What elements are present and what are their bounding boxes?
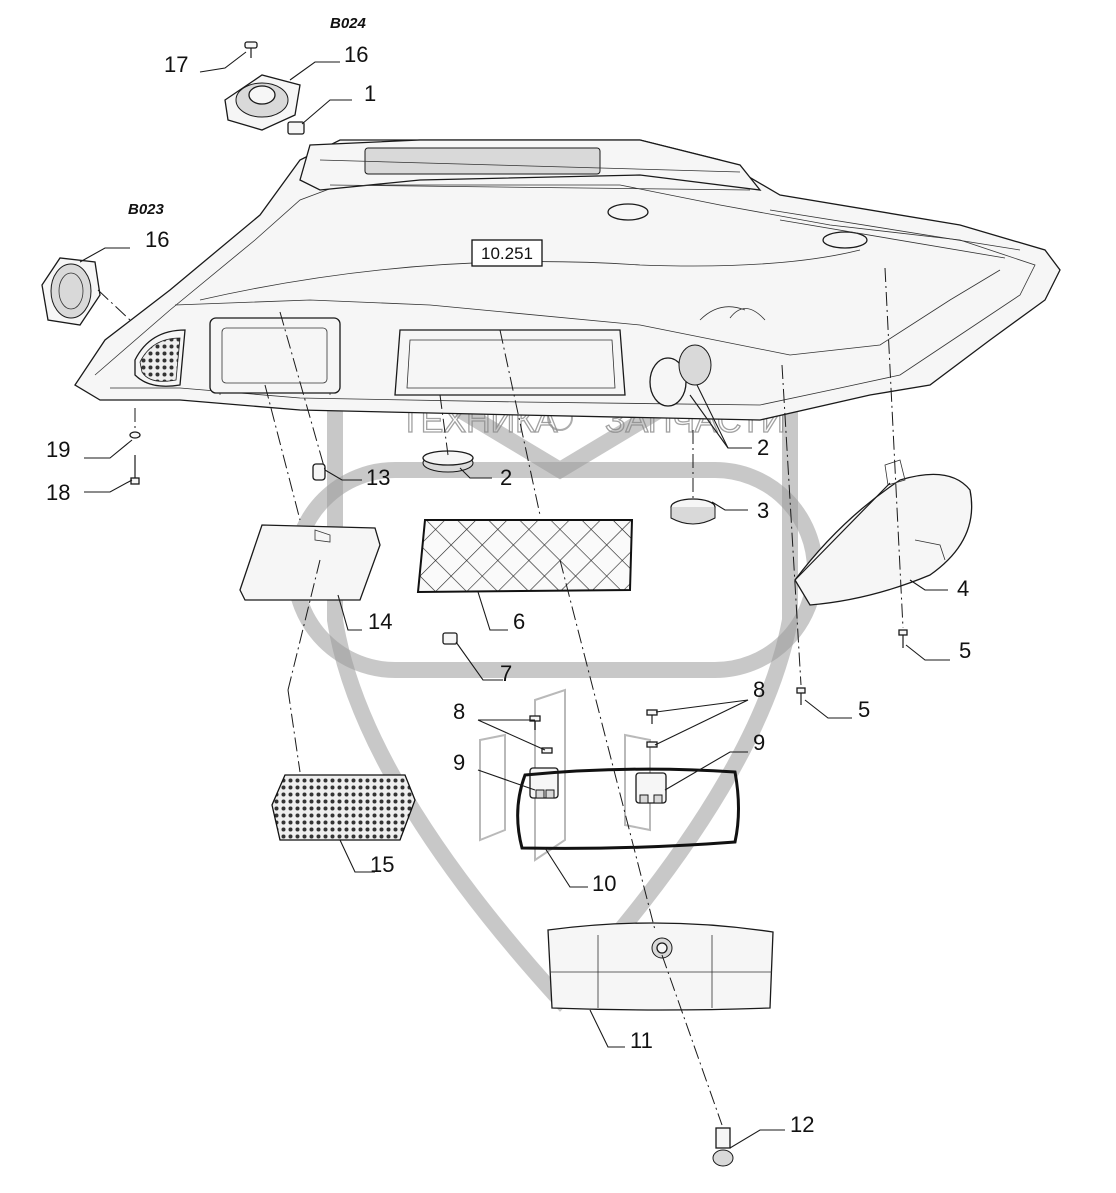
callout-16-left: 16 [145, 227, 169, 252]
watermark: ТЕХНИКА ЗАПЧАСТИ [287, 347, 823, 1012]
part-5-bolt-mid [796, 687, 806, 705]
part-9-bracket-left [529, 767, 559, 799]
callout-8-left: 8 [453, 699, 465, 724]
callout-15: 15 [370, 852, 394, 877]
part-5-bolt-right [898, 629, 908, 648]
callout-3: 3 [757, 498, 769, 523]
part-19-washer [129, 431, 141, 439]
callouts: 17 16 1 16 19 18 13 2 2 3 4 5 5 14 6 7 8… [46, 42, 971, 1137]
callout-9-left: 9 [453, 750, 465, 775]
callout-10: 10 [592, 871, 616, 896]
part-10-frame [516, 767, 740, 850]
roof-headliner-assembly [74, 139, 1061, 421]
part-3-cup [670, 498, 716, 525]
callout-1: 1 [364, 81, 376, 106]
part-16-speaker-left [41, 257, 101, 326]
part-15-speaker-grille [271, 774, 416, 841]
callout-2-right: 2 [757, 435, 769, 460]
callout-6: 6 [513, 609, 525, 634]
connector-label-b024: B024 [330, 15, 367, 32]
callout-5-mid: 5 [858, 697, 870, 722]
callout-13: 13 [366, 465, 390, 490]
callout-17: 17 [164, 52, 188, 77]
part-8-screw-right [646, 709, 658, 748]
callout-4: 4 [957, 576, 969, 601]
assembly-axes [97, 267, 904, 1126]
callout-8-right: 8 [753, 677, 765, 702]
callout-16-top: 16 [344, 42, 368, 67]
part-9-bracket-right [635, 772, 667, 804]
callout-12: 12 [790, 1112, 814, 1137]
callout-2-center: 2 [500, 465, 512, 490]
part-2-lens-right [649, 344, 712, 407]
part-12-knob [712, 1127, 734, 1167]
leader-lines [79, 51, 950, 1149]
part-7-clip [442, 632, 458, 645]
callout-9-right: 9 [753, 730, 765, 755]
callout-18: 18 [46, 480, 70, 505]
callout-7: 7 [500, 661, 512, 686]
part-6-storage-net [416, 519, 634, 594]
part-11-lamp-cover [547, 922, 774, 1011]
reference-box-label: 10.251 [481, 244, 533, 263]
reference-box: 10.251 [471, 239, 543, 267]
callout-11: 11 [630, 1028, 653, 1053]
part-16-speaker-top [224, 74, 301, 131]
part-17-screw [244, 41, 258, 58]
connector-label-b023: B023 [128, 201, 165, 218]
callout-14: 14 [368, 609, 392, 634]
callout-5-right: 5 [959, 638, 971, 663]
callout-19: 19 [46, 437, 70, 462]
part-18-bolt [130, 455, 140, 485]
part-8-screw-left [529, 715, 553, 754]
part-14-tray [239, 524, 381, 601]
part-13-clip [312, 463, 326, 481]
part-4-cover-panel [794, 459, 973, 606]
part-1-clip [287, 121, 305, 135]
